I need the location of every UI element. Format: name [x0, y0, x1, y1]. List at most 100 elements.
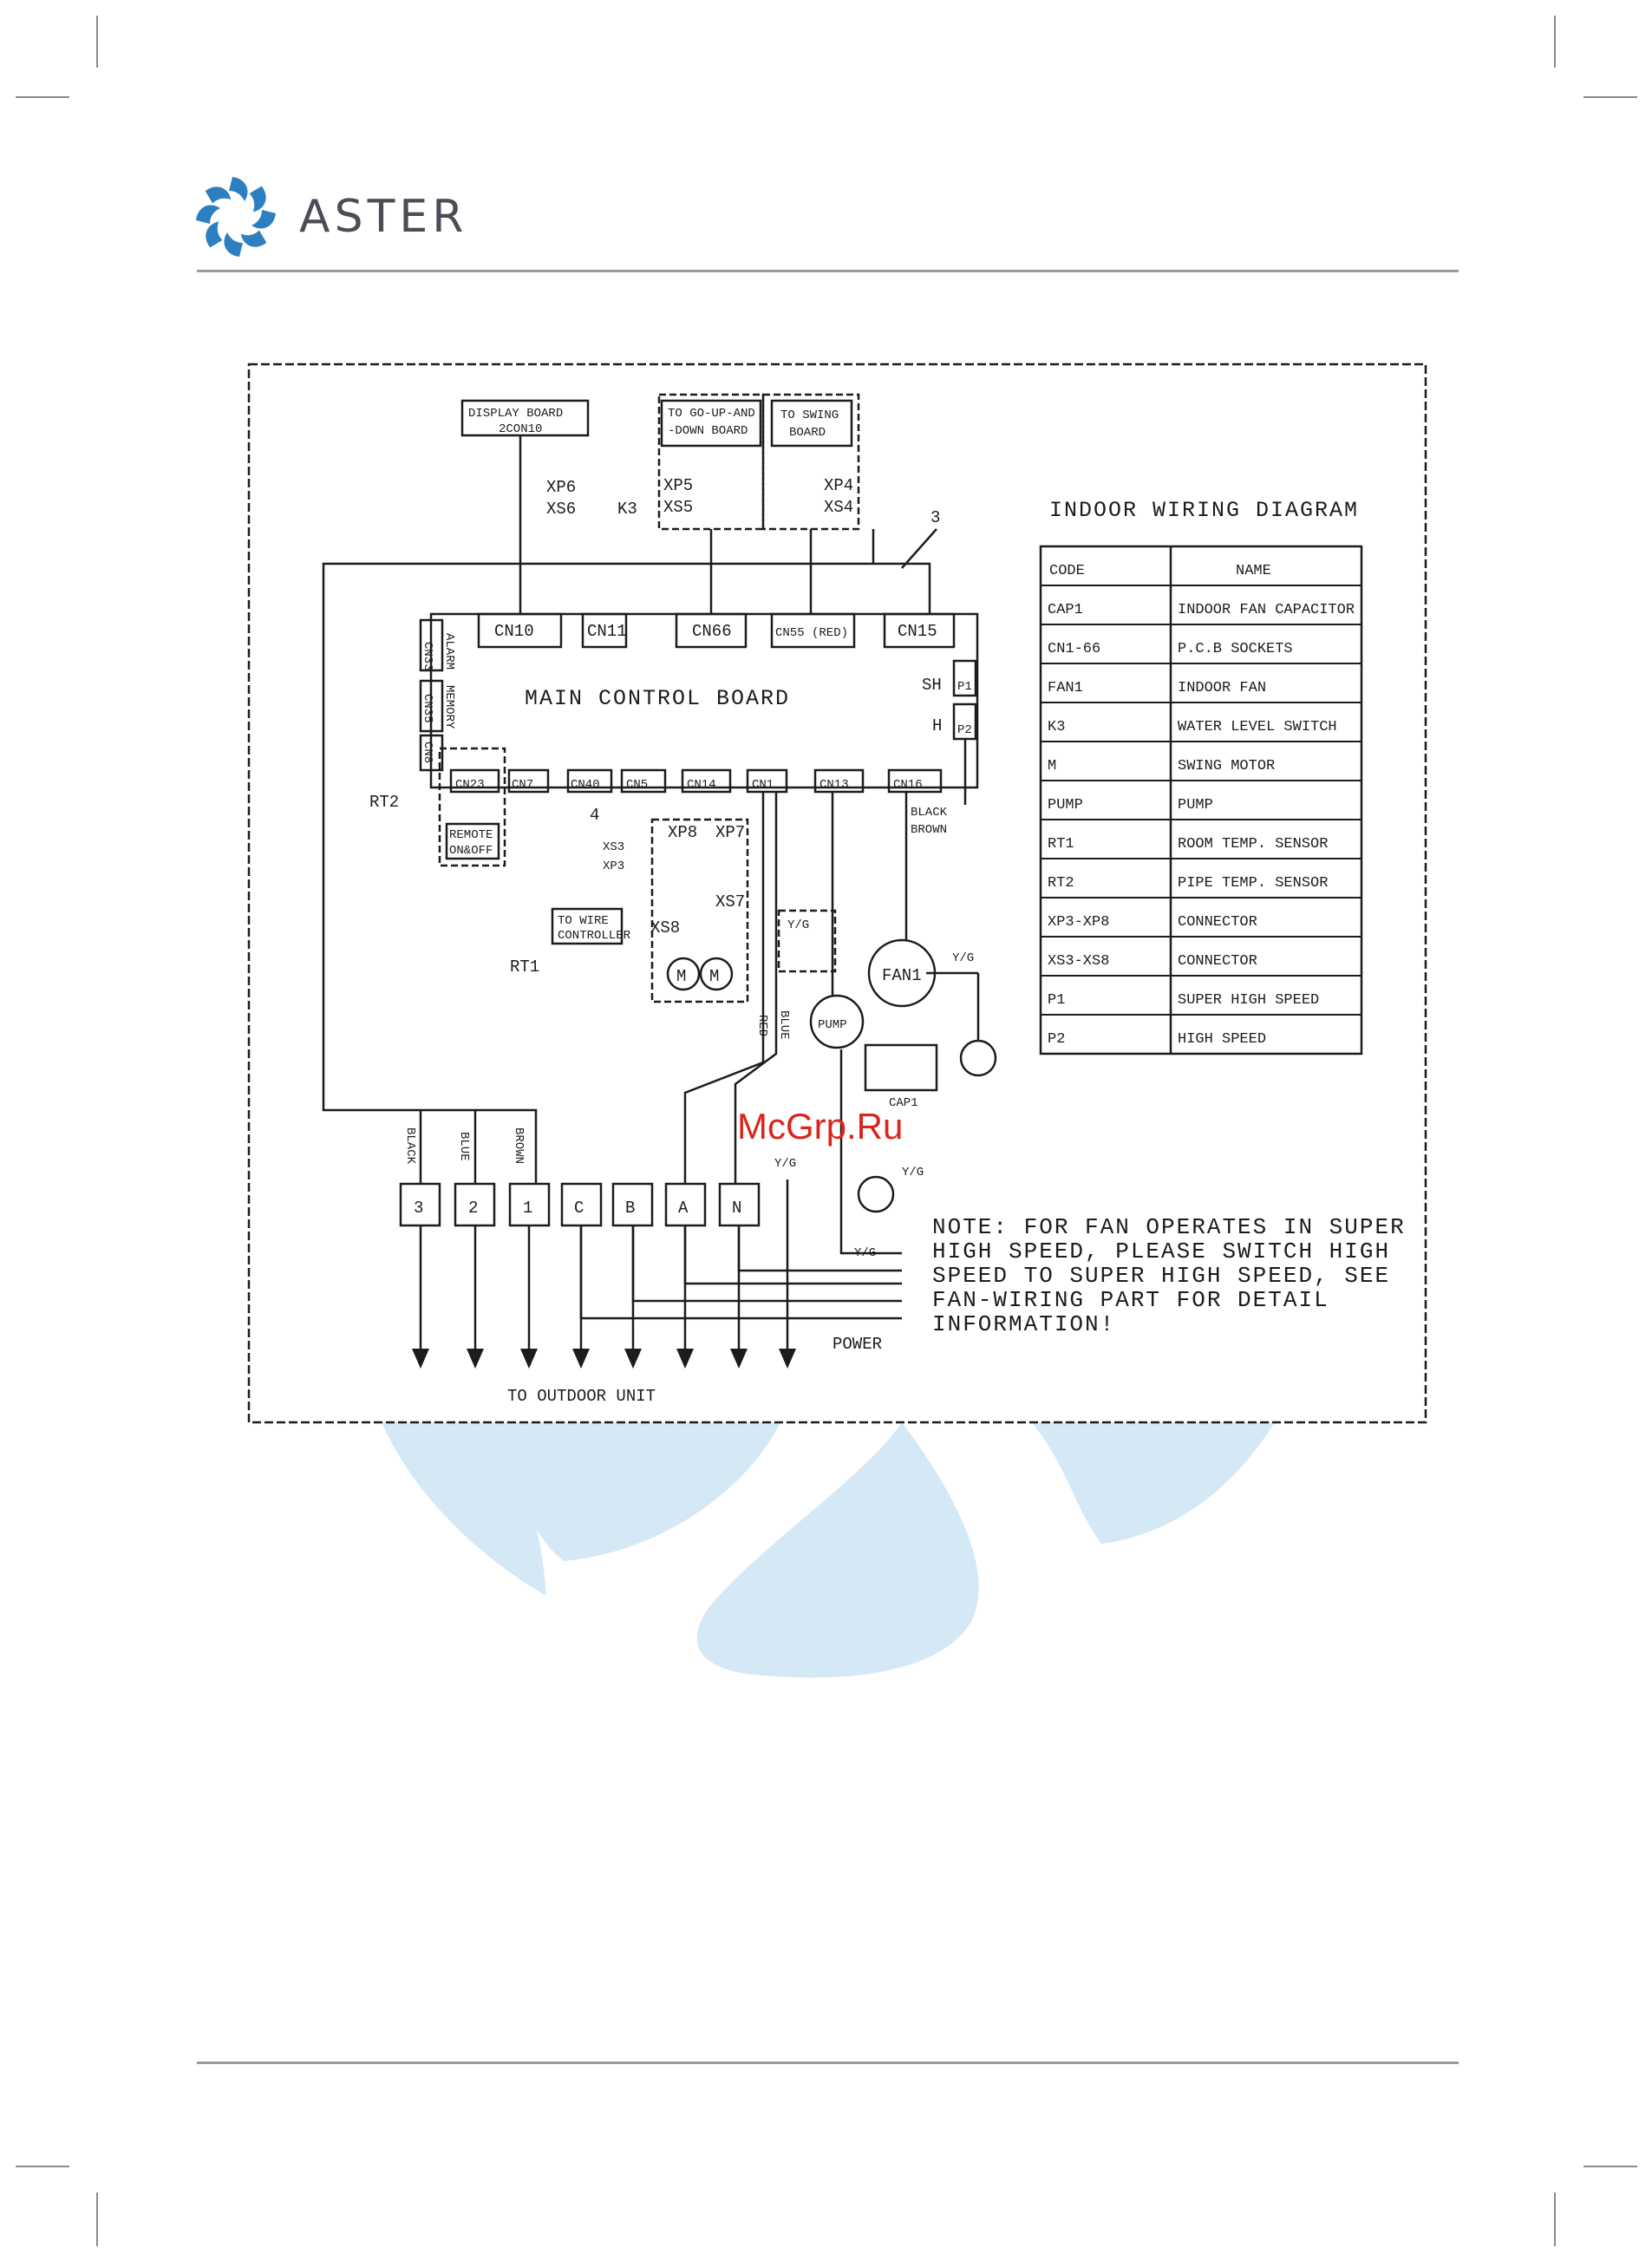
- svg-text:CAP1: CAP1: [1048, 602, 1083, 618]
- aster-logo-icon: [196, 177, 276, 257]
- svg-text:XS7: XS7: [715, 892, 745, 912]
- svg-text:ALARM: ALARM: [442, 633, 456, 670]
- svg-text:H: H: [932, 716, 942, 735]
- svg-text:SUPER HIGH SPEED: SUPER HIGH SPEED: [1178, 992, 1319, 1009]
- svg-text:CAP1: CAP1: [889, 1096, 918, 1110]
- swing-board-label: TO SWING: [780, 408, 839, 422]
- svg-text:XP4: XP4: [824, 476, 853, 495]
- note-line-1: NOTE: FOR FAN OPERATES IN SUPER: [932, 1214, 1406, 1240]
- svg-text:2CON10: 2CON10: [499, 422, 542, 436]
- svg-text:Y/G: Y/G: [902, 1166, 924, 1180]
- svg-text:RT1: RT1: [1048, 836, 1074, 853]
- svg-text:PUMP: PUMP: [1048, 797, 1083, 814]
- svg-text:P.C.B SOCKETS: P.C.B SOCKETS: [1178, 641, 1293, 657]
- cn10-label: CN10: [494, 622, 534, 641]
- svg-text:XS5: XS5: [663, 498, 693, 517]
- note-line-3: SPEED TO SUPER HIGH SPEED, SEE: [932, 1263, 1390, 1289]
- svg-text:INDOOR FAN: INDOOR FAN: [1178, 680, 1266, 696]
- svg-text:CN5: CN5: [626, 778, 648, 792]
- svg-text:-DOWN BOARD: -DOWN BOARD: [668, 424, 748, 438]
- svg-text:XP3-XP8: XP3-XP8: [1048, 914, 1109, 931]
- svg-text:BOARD: BOARD: [789, 426, 826, 440]
- svg-text:RED: RED: [755, 1015, 769, 1036]
- svg-text:CONNECTOR: CONNECTOR: [1178, 914, 1257, 931]
- svg-text:Y/G: Y/G: [774, 1157, 796, 1171]
- svg-text:CN23: CN23: [455, 778, 485, 792]
- display-board: [460, 399, 590, 437]
- svg-text:MEMORY: MEMORY: [442, 685, 456, 729]
- svg-text:CONTROLLER: CONTROLLER: [558, 929, 631, 943]
- svg-text:ON&OFF: ON&OFF: [449, 844, 493, 858]
- svg-text:BROWN: BROWN: [911, 823, 947, 837]
- svg-text:CN35: CN35: [421, 694, 434, 723]
- cn55-label: CN55 (RED): [775, 626, 848, 640]
- watermark-text: McGrp.Ru: [737, 1106, 904, 1147]
- svg-text:XP3: XP3: [603, 859, 624, 873]
- svg-text:P2: P2: [957, 723, 972, 737]
- cn66-label: CN66: [692, 622, 732, 641]
- svg-text:XS8: XS8: [650, 918, 680, 938]
- svg-text:CN40: CN40: [571, 778, 600, 792]
- svg-text:P1: P1: [1048, 992, 1065, 1009]
- svg-text:BLACK: BLACK: [403, 1127, 417, 1165]
- header-rule: [197, 270, 1459, 272]
- svg-text:CN1: CN1: [752, 778, 774, 792]
- svg-text:N: N: [732, 1199, 741, 1218]
- svg-text:PIPE TEMP. SENSOR: PIPE TEMP. SENSOR: [1178, 875, 1328, 892]
- brand-name: ASTER: [299, 191, 468, 243]
- svg-text:1: 1: [523, 1199, 532, 1218]
- svg-text:M: M: [1048, 758, 1056, 774]
- svg-text:M: M: [709, 967, 719, 986]
- svg-text:C: C: [574, 1199, 584, 1218]
- svg-text:CN16: CN16: [893, 778, 923, 792]
- svg-text:CN7: CN7: [512, 778, 533, 792]
- svg-text:PUMP: PUMP: [1178, 797, 1213, 814]
- svg-text:PUMP: PUMP: [818, 1018, 847, 1032]
- note-line-5: INFORMATION!: [932, 1311, 1115, 1337]
- svg-text:CN8: CN8: [421, 742, 434, 763]
- svg-text:M: M: [676, 967, 686, 986]
- svg-text:SWING MOTOR: SWING MOTOR: [1178, 758, 1275, 774]
- svg-text:CN14: CN14: [687, 778, 716, 792]
- cn11-label: CN11: [587, 622, 627, 641]
- svg-text:XP7: XP7: [715, 823, 745, 842]
- updown-board-label: TO GO-UP-AND: [668, 407, 755, 421]
- svg-text:BLACK: BLACK: [911, 806, 948, 820]
- svg-text:RT1: RT1: [510, 957, 539, 977]
- footer-rule: [197, 2062, 1459, 2064]
- svg-text:XP6: XP6: [546, 478, 576, 497]
- svg-text:P1: P1: [957, 680, 972, 694]
- svg-text:B: B: [625, 1199, 635, 1218]
- svg-text:4: 4: [590, 806, 599, 825]
- display-board-label: DISPLAY BOARD: [468, 407, 563, 421]
- note-line-2: HIGH SPEED, PLEASE SWITCH HIGH: [932, 1238, 1390, 1264]
- legend-header-name: NAME: [1236, 563, 1271, 579]
- svg-text:BROWN: BROWN: [512, 1127, 526, 1164]
- svg-text:CN1-66: CN1-66: [1048, 641, 1100, 657]
- svg-text:BLUE: BLUE: [777, 1010, 791, 1040]
- svg-text:CONNECTOR: CONNECTOR: [1178, 953, 1257, 970]
- svg-text:XS3: XS3: [603, 840, 624, 854]
- svg-text:A: A: [678, 1199, 689, 1218]
- cn15-label: CN15: [898, 622, 937, 641]
- svg-text:RT2: RT2: [1048, 875, 1074, 892]
- svg-text:CN13: CN13: [819, 778, 849, 792]
- svg-text:RT2: RT2: [369, 793, 399, 812]
- svg-text:3: 3: [930, 508, 940, 527]
- svg-text:2: 2: [468, 1199, 478, 1218]
- svg-text:XS6: XS6: [546, 500, 576, 519]
- note-line-4: FAN-WIRING PART FOR DETAIL: [932, 1287, 1329, 1313]
- legend-header-code: CODE: [1049, 563, 1085, 579]
- svg-text:CN33: CN33: [421, 642, 434, 671]
- svg-text:Y/G: Y/G: [787, 918, 809, 932]
- svg-text:Y/G: Y/G: [952, 951, 974, 965]
- updown-board: [657, 393, 765, 531]
- svg-text:K3: K3: [1048, 719, 1065, 735]
- power-label: POWER: [833, 1335, 882, 1354]
- svg-text:Y/G: Y/G: [854, 1246, 876, 1260]
- svg-text:BLUE: BLUE: [457, 1132, 471, 1161]
- main-board-label: MAIN CONTROL BOARD: [525, 686, 790, 711]
- svg-text:XS4: XS4: [824, 498, 853, 517]
